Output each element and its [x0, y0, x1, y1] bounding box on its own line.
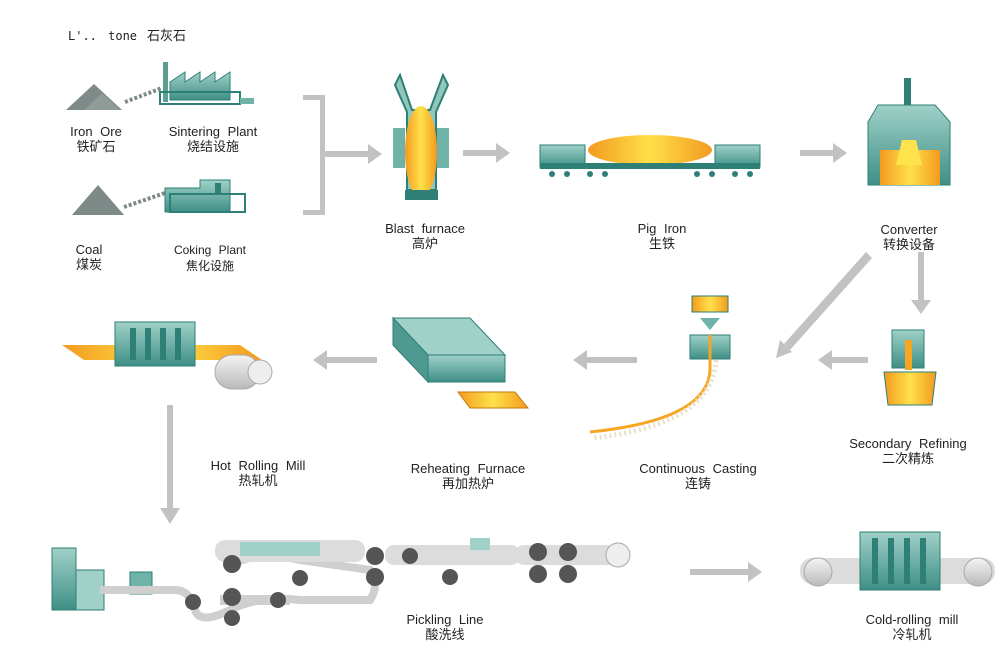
continuous-casting-label-en: Continuous Casting	[639, 461, 757, 476]
secondary-refining-label-zh: 二次精炼	[881, 452, 934, 467]
blast-furnace-label-zh: 高炉	[411, 237, 438, 252]
arrow-furnace-to-pig	[463, 143, 510, 163]
pickling-line-label-zh: 酸洗线	[425, 628, 465, 643]
pickling-line-label-en: Pickling Line	[406, 612, 484, 627]
secondary-refining-label: Secondary Refining 二次精炼	[838, 436, 978, 468]
blast-furnace-label: Blast furnace 高炉	[375, 221, 475, 253]
sintering-plant-label-en: Sintering Plant	[168, 124, 258, 139]
pig-iron-label-en: Pig Iron	[637, 221, 687, 236]
arrow-hotroll-down	[160, 405, 180, 524]
limestone-label: L'.. tone 石灰石	[68, 28, 186, 45]
cold-rolling-mill-icon	[800, 531, 995, 591]
iron-ore-label-zh: 铁矿石	[76, 140, 116, 155]
coking-plant-label-zh: 焦化设施	[185, 259, 234, 273]
converter-label-en: Converter	[880, 222, 938, 237]
limestone-label-en: L'.. tone	[68, 29, 138, 43]
hot-rolling-mill-icon	[62, 321, 273, 390]
pig-iron-label: Pig Iron 生铁	[622, 221, 702, 253]
arrow-pickling-to-coldroll	[690, 562, 762, 582]
reheating-furnace-label-en: Reheating Furnace	[410, 461, 526, 476]
blast-furnace-label-en: Blast furnace	[385, 221, 465, 236]
sintering-plant-label-zh: 烧结设施	[186, 140, 239, 155]
flow-arrows	[160, 95, 931, 582]
continuous-casting-label-zh: 连铸	[684, 477, 711, 492]
arrow-pig-to-converter	[800, 143, 847, 163]
hot-rolling-mill-label-en: Hot Rolling Mill	[210, 458, 306, 473]
cold-rolling-mill-label: Cold-rolling mill 冷轧机	[852, 612, 972, 644]
continuous-casting-icon	[589, 295, 731, 441]
pickling-line-icon	[51, 538, 631, 626]
arrow-refining-to-casting	[818, 350, 868, 370]
iron-ore-label-en: Iron Ore	[70, 124, 122, 139]
reheating-furnace-label: Reheating Furnace 再加热炉	[398, 461, 538, 493]
converter-label-zh: 转换设备	[882, 238, 935, 253]
iron-ore-pile-icon	[66, 84, 122, 110]
limestone-label-zh: 石灰石	[147, 29, 187, 44]
coking-plant-label-en: Coking Plant	[173, 243, 247, 257]
sintering-plant-icon	[124, 62, 254, 105]
coking-plant-icon	[123, 179, 246, 213]
iron-ore-label: Iron Ore 铁矿石	[64, 124, 128, 156]
blast-furnace-icon	[393, 72, 450, 200]
merge-bracket-arrow	[303, 95, 382, 215]
coal-label-en: Coal	[75, 242, 103, 257]
continuous-casting-label: Continuous Casting 连铸	[628, 461, 768, 493]
cold-rolling-mill-label-zh: 冷轧机	[892, 628, 932, 643]
coal-label-zh: 煤炭	[75, 258, 102, 273]
arrow-converter-diagonal	[776, 252, 872, 358]
secondary-refining-label-en: Secondary Refining	[849, 436, 967, 451]
hot-rolling-mill-label: Hot Rolling Mill 热轧机	[200, 458, 316, 490]
pig-iron-car-icon	[539, 135, 761, 177]
reheating-furnace-icon	[391, 316, 530, 409]
arrow-converter-down	[911, 252, 931, 314]
reheating-furnace-label-zh: 再加热炉	[441, 477, 494, 492]
hot-rolling-mill-label-zh: 热轧机	[238, 474, 278, 489]
converter-icon	[867, 78, 951, 186]
coking-plant-label: Coking Plant 焦化设施	[160, 242, 260, 274]
converter-label: Converter 转换设备	[864, 222, 954, 254]
cold-rolling-mill-label-en: Cold-rolling mill	[865, 612, 959, 627]
sintering-plant-label: Sintering Plant 烧结设施	[158, 124, 268, 156]
secondary-refining-icon	[883, 329, 937, 406]
arrow-casting-to-reheat	[573, 350, 637, 370]
arrow-reheat-to-hotroll	[313, 350, 377, 370]
pig-iron-label-zh: 生铁	[648, 237, 675, 252]
pickling-line-label: Pickling Line 酸洗线	[395, 612, 495, 644]
coal-label: Coal 煤炭	[66, 242, 112, 274]
coal-pile-icon	[72, 185, 124, 215]
